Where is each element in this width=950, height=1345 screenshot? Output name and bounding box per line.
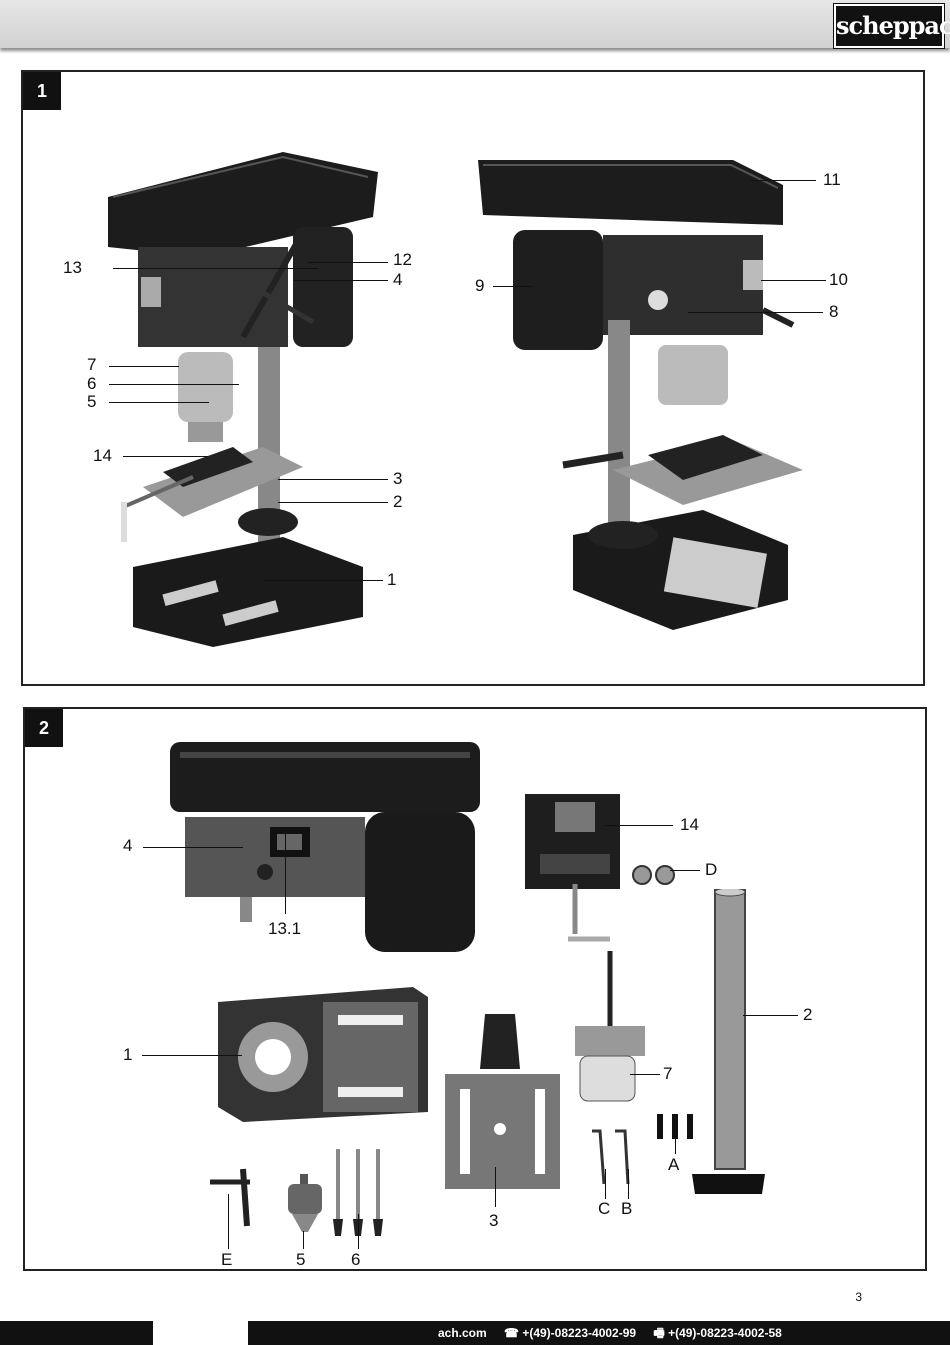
machine-vise — [520, 794, 630, 949]
callout-5: 5 — [296, 1250, 306, 1269]
drill-chuck — [280, 1174, 330, 1234]
callout-a: A — [668, 1155, 680, 1174]
footer-contact: ach.com ☎ +(49)-08223-4002-99 🖷 +(49)-08… — [438, 1324, 796, 1345]
callout-1: 1 — [123, 1045, 133, 1064]
callout-4: 4 — [123, 836, 133, 855]
callout-2: 2 — [803, 1005, 813, 1024]
chuck-guard — [565, 951, 655, 1111]
callout-c: C — [598, 1199, 611, 1218]
callout-e: E — [221, 1250, 233, 1269]
callout-8: 8 — [829, 302, 839, 321]
footer-gap — [153, 1321, 248, 1345]
callout-5: 5 — [87, 392, 97, 411]
chuck-key — [205, 1164, 260, 1234]
brand-logo: scheppach — [834, 4, 950, 48]
figure-number: 1 — [23, 72, 61, 110]
work-table — [440, 1014, 560, 1194]
footer-fax: 🖷 +(49)-08223-4002-58 — [653, 1326, 782, 1340]
page-footer: ach.com ☎ +(49)-08223-4002-99 🖷 +(49)-08… — [0, 1321, 950, 1345]
footer-website: ach.com — [438, 1326, 487, 1340]
callout-9: 9 — [475, 276, 485, 295]
callout-3: 3 — [393, 469, 403, 488]
column-tube — [687, 889, 767, 1199]
callout-7: 7 — [87, 355, 97, 374]
callout-13: 13 — [63, 258, 82, 277]
callout-d: D — [705, 860, 718, 879]
callout-14: 14 — [93, 446, 112, 465]
callout-3: 3 — [489, 1211, 499, 1230]
figure-2-panel: 2 — [23, 707, 927, 1271]
callout-14: 14 — [680, 815, 699, 834]
callout-6: 6 — [351, 1250, 361, 1269]
callout-10: 10 — [829, 270, 848, 289]
base-plate — [213, 987, 433, 1127]
page-header: scheppach — [0, 0, 950, 48]
callout-13-1: 13.1 — [268, 919, 302, 938]
callout-4: 4 — [393, 270, 403, 289]
callout-2: 2 — [393, 492, 403, 511]
callout-12: 12 — [393, 250, 412, 269]
drill-press-rear-view — [473, 150, 813, 640]
depth-pins — [328, 1144, 388, 1239]
callout-1: 1 — [387, 570, 397, 589]
page-number: 3 — [855, 1290, 862, 1304]
screws-d — [630, 859, 680, 894]
figure-number: 2 — [25, 709, 63, 747]
callout-b: B — [621, 1199, 633, 1218]
callout-11: 11 — [823, 170, 841, 189]
hex-keys — [590, 1129, 640, 1189]
figure-1-panel: 1 — [21, 70, 925, 686]
drill-press-front-view — [103, 147, 403, 647]
callout-7: 7 — [663, 1064, 673, 1083]
footer-phone: ☎ +(49)-08223-4002-99 — [504, 1326, 637, 1340]
callout-6: 6 — [87, 374, 97, 393]
drill-head-assembly — [165, 742, 495, 962]
